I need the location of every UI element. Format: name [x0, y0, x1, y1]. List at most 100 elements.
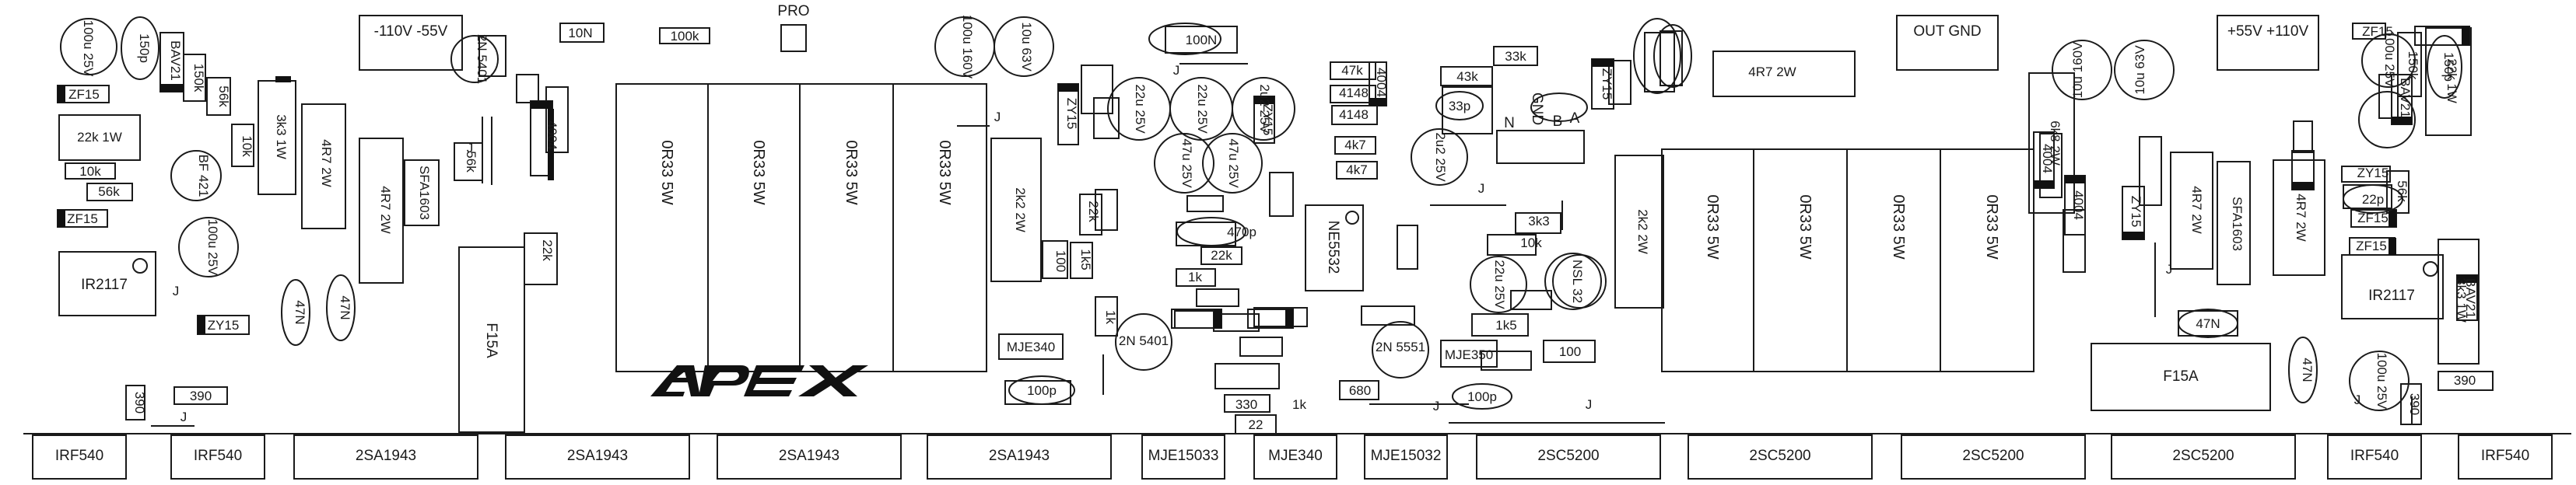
diode-cathode-bands	[58, 26, 2477, 334]
part-label: ZF15	[2362, 24, 2393, 39]
part-label: 390	[2454, 373, 2476, 388]
part-label: 100u 25V	[2374, 353, 2389, 410]
part-label: 4004	[2071, 190, 2086, 220]
ic-pin1-marker	[132, 258, 148, 274]
jumper-marker: J	[994, 110, 1001, 124]
part-label: ZF15	[68, 87, 100, 102]
part-label: 10k	[1520, 236, 1542, 250]
jumper-marker: J	[1433, 399, 1440, 413]
resistor-label: 0R33 5W	[843, 140, 860, 204]
part-label: 6k8 2W	[2048, 120, 2063, 166]
apex-logo	[650, 365, 868, 396]
part-label: 4R7 2W	[1748, 65, 1796, 79]
part-label: 4004	[545, 120, 559, 150]
power-terminal-label: -110V -55V	[374, 23, 448, 40]
part-label: 2u2 25V	[1433, 132, 1448, 182]
part-label: 22u 25V	[1133, 84, 1148, 134]
part-label: 10u 63V	[1019, 22, 1034, 72]
jumper-marker: J	[1173, 63, 1180, 78]
part-label: 150k	[2406, 51, 2420, 80]
part-label: 22	[1249, 417, 1263, 432]
part-label: 4R7 2W	[319, 139, 334, 187]
part-label: 100p	[1467, 389, 1497, 404]
part-label: 100u 25V	[2382, 31, 2397, 88]
part-label: 100u 25V	[81, 20, 96, 77]
part-label: ZY15	[1600, 68, 1614, 100]
part-label: 2N 5401	[1119, 333, 1169, 348]
resistor-label: 0R33 5W	[1796, 194, 1814, 259]
part-label: 56k	[2395, 180, 2410, 202]
ic-pin1-marker	[1345, 211, 1359, 225]
part-label: MJE340	[1007, 340, 1055, 354]
part-label: 56k	[216, 85, 231, 107]
part-label: 22k	[540, 239, 555, 261]
part-label: 100	[1559, 344, 1581, 359]
part-label: 22k	[1211, 248, 1232, 263]
large-box-labels: -110V -55V OUT GND +55V +110V PRO F15A F…	[81, 3, 2415, 385]
part-label: ZY15	[2129, 196, 2143, 228]
part-label: ZF15	[67, 211, 98, 226]
part-label: 100p	[1027, 383, 1057, 398]
part-label: 10u 160V	[2070, 41, 2085, 98]
part-label: 22u 25V	[1195, 84, 1210, 134]
part-label: NSL 32	[1570, 260, 1585, 303]
part-label: 2k2 2W	[1635, 209, 1650, 254]
resistor-label: 0R33 5W	[1704, 194, 1721, 259]
part-label: ZY15	[2357, 166, 2389, 180]
connector-label: 2SA1943	[779, 448, 839, 464]
connector-label: IRF540	[2481, 448, 2529, 464]
part-label: 22u 25V	[1492, 260, 1507, 309]
part-label: 390	[2407, 393, 2422, 415]
connector-label: 2SC5200	[2172, 448, 2234, 464]
jumper-marker: J	[2166, 262, 2173, 277]
part-label: 1k	[1103, 310, 1118, 324]
fuse-label: F15A	[2163, 368, 2199, 385]
resistor-label: 0R33 5W	[750, 140, 767, 204]
part-label: 47k	[1341, 63, 1363, 78]
part-label: SFA1603	[2230, 197, 2245, 251]
part-label: 330	[1235, 397, 1257, 412]
part-label: 47N	[2196, 316, 2220, 331]
small-transistor-outlines	[170, 35, 1607, 309]
part-label: ZF15	[2356, 239, 2387, 253]
part-label: 1k5	[1078, 249, 1093, 270]
part-label: 680	[1349, 383, 1371, 398]
resistor-label: 0R33 5W	[1890, 194, 1907, 259]
power-terminal-label: +55V +110V	[2227, 23, 2309, 40]
part-label: 100u 160V	[960, 15, 975, 79]
connector-label: 2SC5200	[1962, 448, 2024, 464]
bottom-connector-labels: IRF540 IRF540 2SA1943 2SA1943 2SA1943 2S…	[55, 448, 2529, 464]
part-label: 22p	[2362, 192, 2384, 207]
part-label: 100u 25V	[205, 219, 220, 276]
jumper-marker: J	[1478, 181, 1485, 196]
part-label: SFA1603	[417, 166, 432, 220]
connector-label: 2SC5200	[1537, 448, 1599, 464]
connector-label: 2SC5200	[1749, 448, 1810, 464]
power-resistors-right	[1661, 148, 2035, 372]
connector-label: IRF540	[2350, 448, 2399, 464]
part-label: 470p	[1227, 225, 1256, 239]
part-label: BAV21	[2398, 78, 2413, 118]
part-label: 56k	[98, 184, 120, 199]
part-label: 3k3	[1528, 214, 1549, 229]
resistor-label: 0R33 5W	[1983, 194, 2000, 259]
part-label: 22k	[1086, 201, 1101, 222]
opamp-label: NE5532	[1325, 221, 1341, 274]
part-label: 2k2 2W	[1013, 187, 1028, 232]
part-label: 390	[190, 389, 212, 403]
part-label: 47u 25V	[1226, 138, 1241, 188]
connector-label: 2SA1943	[989, 448, 1050, 464]
large-boxes	[58, 15, 2444, 433]
part-label: 390	[132, 392, 147, 413]
part-label: 4148	[1339, 107, 1369, 122]
connector-label: 2SA1943	[567, 448, 628, 464]
part-label: ZF15	[2357, 211, 2388, 225]
part-label: 3k3 1W	[274, 114, 289, 159]
part-label: 33k	[1505, 49, 1526, 64]
part-label: 150k	[191, 64, 206, 92]
output-terminal-label: OUT GND	[1913, 23, 1981, 40]
part-label: 4R7 2W	[2189, 186, 2204, 233]
part-label: 100	[1053, 250, 1068, 272]
part-label: 1k	[1292, 397, 1306, 412]
